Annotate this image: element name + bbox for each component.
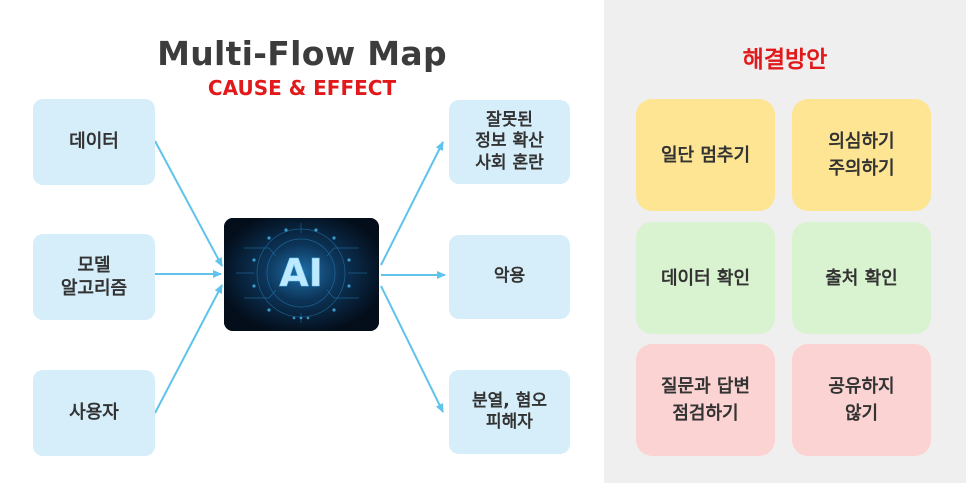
flow-arrows [154,140,446,414]
map-title: Multi-Flow Map [157,34,447,73]
effect-box-misuse: 악용 [449,235,570,319]
solution-card-pause: 일단 멈추기 [636,99,775,211]
solution-card-review-qa: 질문과 답변 점검하기 [636,344,775,456]
map-subtitle: CAUSE & EFFECT [207,76,397,100]
cause-box-data: 데이터 [33,99,155,185]
solutions-title: 해결방안 [742,47,828,73]
effect-box-misinformation: 잘못된 정보 확산 사회 혼란 [449,100,570,184]
ai-label: AI [279,251,323,295]
arrow-cause-3 [154,284,223,414]
solution-card-doubt: 의심하기 주의하기 [792,99,931,211]
arrow-effect-1 [380,141,444,266]
ai-circuit-icon: AI [224,218,379,331]
arrow-cause-1 [154,140,223,267]
arrow-effect-3 [380,285,444,413]
effect-box-division: 분열, 혐오 피해자 [449,370,570,454]
solution-card-check-data: 데이터 확인 [636,222,775,334]
cause-box-model: 모델 알고리즘 [33,234,155,320]
cause-box-user: 사용자 [33,370,155,456]
ai-center-image: AI [224,218,379,331]
solution-card-check-source: 출처 확인 [792,222,931,334]
solution-card-dont-share: 공유하지 않기 [792,344,931,456]
